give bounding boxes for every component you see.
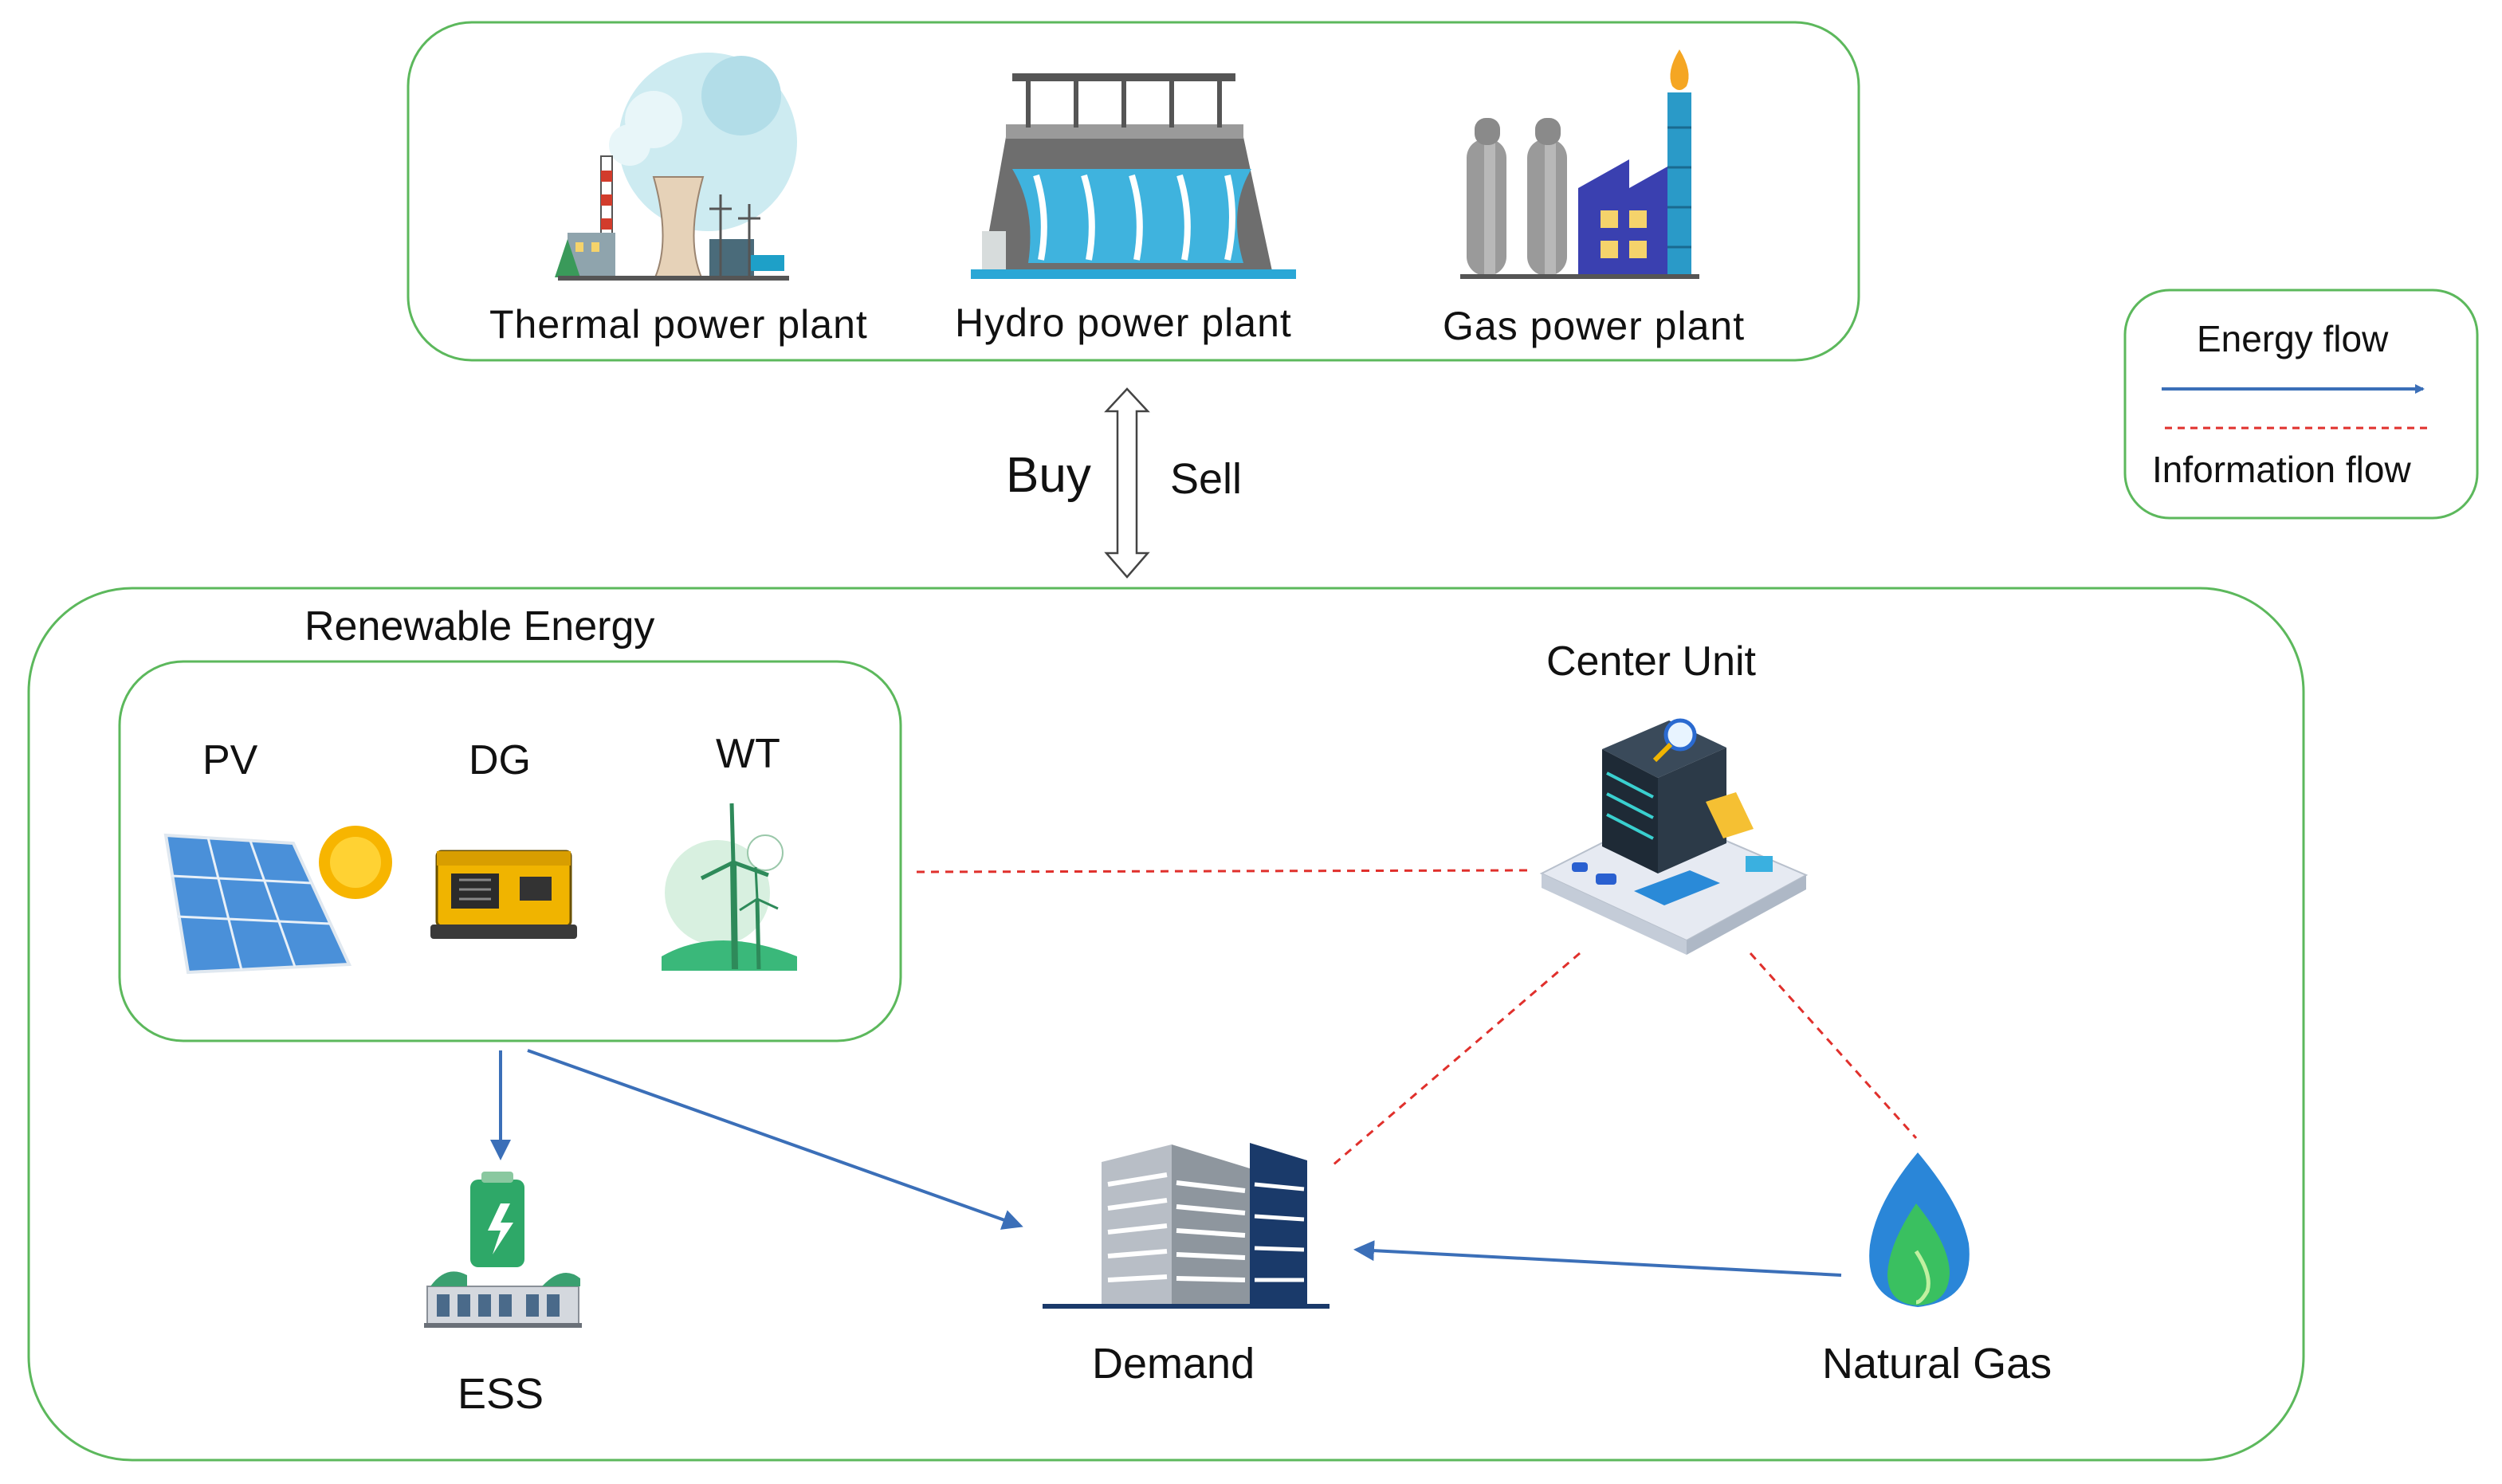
- gas-plant-label: Gas power plant: [1443, 304, 1746, 348]
- hydro-plant-label: Hydro power plant: [955, 300, 1292, 345]
- building-icon: [1043, 1143, 1330, 1309]
- wind-turbine-icon: [662, 803, 797, 971]
- server-icon: [1539, 718, 1809, 955]
- renewable-box: [118, 660, 902, 1042]
- gas-flame-icon: [1869, 1152, 1970, 1307]
- power-plants-box: [407, 21, 1860, 362]
- thermal-plant-icon: [555, 53, 797, 281]
- pv-label: PV: [202, 737, 258, 783]
- sell-label: Sell: [1170, 455, 1243, 503]
- microgrid-box: [27, 587, 2305, 1462]
- dg-label: DG: [469, 737, 531, 783]
- energy-flow-gas-demand: [1353, 1240, 1842, 1277]
- gas-plant-icon: [1460, 49, 1699, 279]
- thermal-plant-label: Thermal power plant: [489, 302, 868, 347]
- info-flow-center-gas: [1749, 952, 1918, 1140]
- info-flow-center-demand: [1332, 952, 1581, 1167]
- wt-label: WT: [716, 731, 780, 777]
- solar-panel-icon: [163, 826, 392, 975]
- legend-energy-label: Energy flow: [2197, 318, 2389, 359]
- buy-sell-arrow: [1104, 387, 1150, 579]
- natural-gas-label: Natural Gas: [1822, 1340, 2052, 1388]
- demand-label: Demand: [1092, 1340, 1255, 1388]
- info-flow-renewable-center: [916, 869, 1531, 874]
- legend-box: [2123, 289, 2479, 520]
- energy-flow-renewable-demand: [527, 1049, 1023, 1230]
- renewable-title: Renewable Energy: [304, 603, 655, 650]
- buy-label: Buy: [1006, 448, 1091, 503]
- ess-label: ESS: [458, 1370, 544, 1418]
- center-unit-label: Center Unit: [1546, 638, 1756, 685]
- generator-icon: [430, 850, 577, 939]
- legend-info-label: Information flow: [2152, 449, 2411, 490]
- battery-storage-icon: [424, 1172, 582, 1328]
- hydro-dam-icon: [971, 73, 1296, 279]
